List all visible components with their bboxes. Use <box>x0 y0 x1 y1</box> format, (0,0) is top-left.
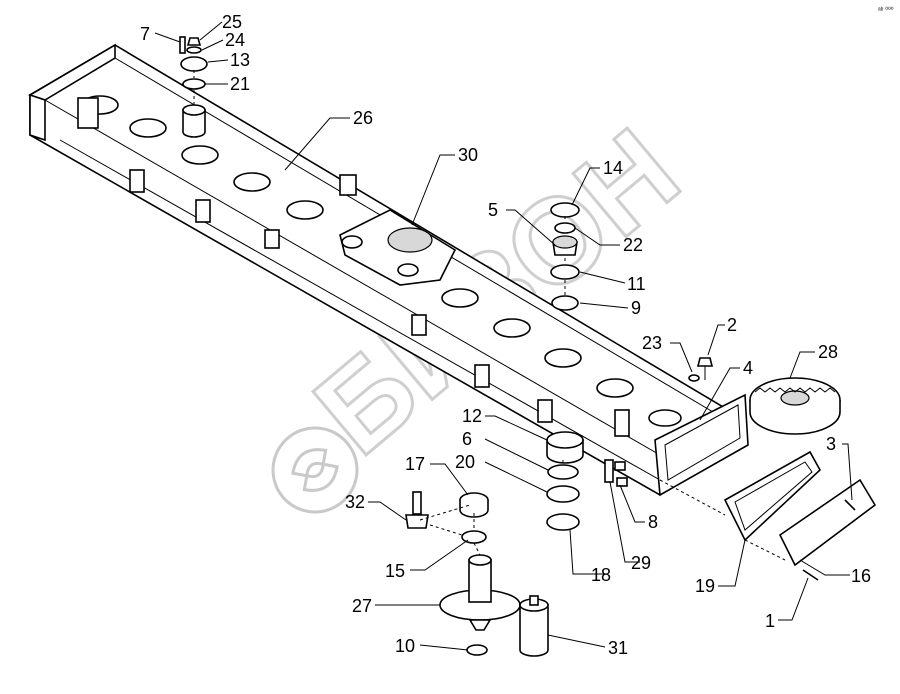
label-28: 28 <box>818 342 838 362</box>
label-10: 10 <box>395 636 415 656</box>
label-18: 18 <box>591 565 611 585</box>
label-8: 8 <box>648 512 658 532</box>
label-7: 7 <box>140 24 150 44</box>
label-27: 27 <box>352 596 372 616</box>
bushing <box>182 109 206 138</box>
label-16: 16 <box>851 566 871 586</box>
label-14: 14 <box>603 158 623 178</box>
label-15: 15 <box>385 561 405 581</box>
label-29: 29 <box>631 553 651 573</box>
leader-lines <box>154 21 853 651</box>
gasket <box>723 450 822 542</box>
label-3: 3 <box>826 434 836 454</box>
label-20: 20 <box>455 452 475 472</box>
washer <box>186 46 202 54</box>
label-1: 1 <box>765 611 775 631</box>
label-19: 19 <box>695 576 715 596</box>
label-31: 31 <box>608 638 628 658</box>
label-11: 11 <box>627 274 646 294</box>
label-32: 32 <box>345 492 365 512</box>
lower-middle-parts <box>546 431 628 531</box>
bolt <box>186 37 202 46</box>
label-5: 5 <box>488 200 498 220</box>
o-ring <box>182 78 206 90</box>
label-25: 25 <box>222 12 242 32</box>
lower-left-parts <box>405 491 549 657</box>
label-21: 21 <box>230 74 250 94</box>
label-26: 26 <box>353 108 373 128</box>
label-6: 6 <box>462 429 472 449</box>
label-2: 2 <box>727 315 737 335</box>
bolt-and-washer <box>688 357 714 382</box>
label-22: 22 <box>623 235 643 255</box>
watermark-logo <box>271 426 359 514</box>
cover-bolt <box>802 569 819 581</box>
upper-right-parts <box>550 202 580 311</box>
label-17: 17 <box>405 454 425 474</box>
upper-left-parts <box>179 36 208 138</box>
gear <box>749 377 841 435</box>
cutter-bar-housing <box>28 43 749 497</box>
label-23: 23 <box>642 333 662 353</box>
spindle-hub <box>439 554 521 631</box>
part-labels: 25 7 24 13 21 26 30 14 5 22 11 9 2 23 28… <box>140 12 871 658</box>
label-4: 4 <box>743 358 753 378</box>
label-30: 30 <box>458 145 478 165</box>
corner-mark: ᵃᵇ ⁰⁰⁰ <box>878 6 894 14</box>
housing-bearing-seats <box>81 95 682 427</box>
cap <box>180 56 208 72</box>
label-12: 12 <box>462 406 482 426</box>
adhesive-bottle <box>405 514 429 529</box>
grease-cartridge <box>519 595 549 657</box>
label-13: 13 <box>230 50 250 70</box>
pin <box>179 36 186 54</box>
label-9: 9 <box>631 298 641 318</box>
cover-plate <box>778 478 877 567</box>
label-24: 24 <box>225 30 245 50</box>
